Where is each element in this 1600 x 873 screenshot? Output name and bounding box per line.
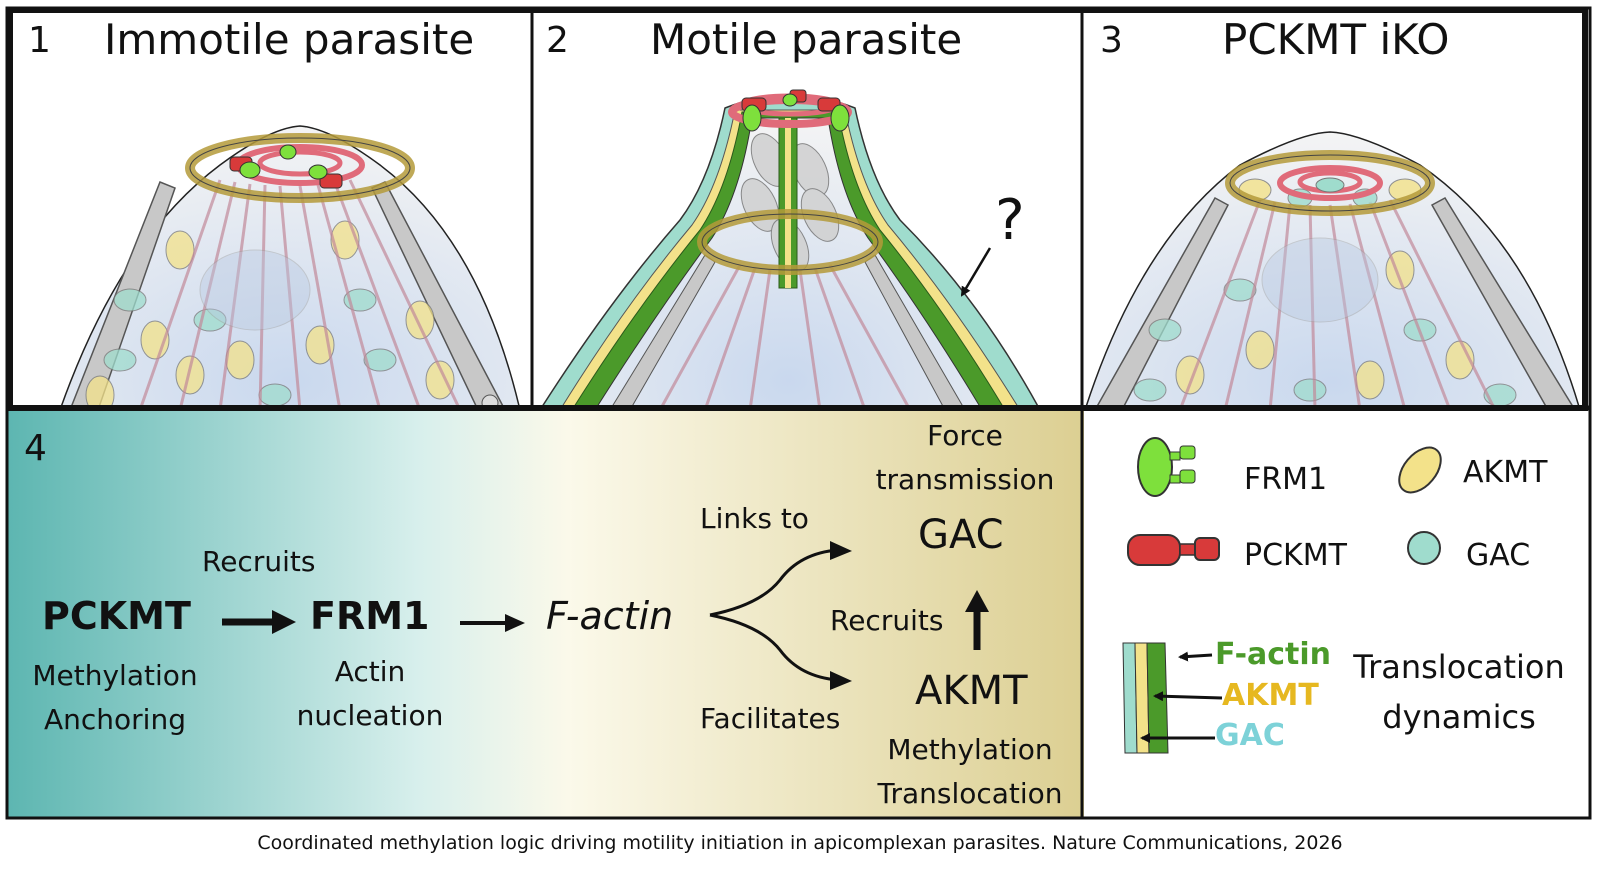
figure-caption: Coordinated methylation logic driving mo… [257, 832, 1343, 854]
panel-3-title: PCKMT iKO [1222, 15, 1450, 64]
frm1-function-line1: Actin [334, 655, 406, 688]
panel-1-title: Immotile parasite [104, 15, 475, 64]
pckmt-node-function: Methylation Anchoring [10, 654, 220, 742]
frm1-function-line2: nucleation [296, 699, 444, 732]
force-transmission-label: Force transmission [855, 414, 1075, 502]
dynamics-line1: Translocation [1353, 648, 1565, 686]
frm1-node-label: FRM1 [310, 594, 430, 638]
translocation-dynamics-label: Translocation dynamics [1334, 642, 1584, 742]
arrow-frm1-factin [505, 614, 525, 632]
recruits-label-1: Recruits [202, 545, 316, 578]
recruits-label-2: Recruits [830, 604, 944, 637]
force-line1: Force [927, 419, 1003, 452]
panel-1-illustration [60, 125, 521, 407]
legend-layer-gac: GAC [1215, 718, 1285, 753]
frm1-legend-icon [1137, 437, 1196, 497]
panel-2-illustration [541, 89, 1040, 407]
arrow-factin-gac [830, 541, 852, 560]
akmt-legend-icon [1398, 446, 1442, 494]
pathway-arrows [222, 541, 989, 690]
legend-layer-akmt: AKMT [1222, 678, 1319, 713]
frm1-node-function: Actin nucleation [275, 650, 465, 738]
legend-gac-label: GAC [1466, 538, 1531, 573]
gac-legend-icon [1407, 531, 1441, 565]
legend-akmt-label: AKMT [1463, 455, 1548, 490]
factin-node-label: F-actin [546, 594, 674, 638]
panel-4-number: 4 [24, 428, 47, 469]
pckmt-function-line2: Anchoring [44, 703, 186, 736]
panel-borders [5, 6, 1592, 820]
arrow-pckmt-frm1 [272, 610, 296, 634]
facilitates-label: Facilitates [700, 702, 841, 735]
legend-layer-factin: F-actin [1215, 637, 1332, 672]
panel-3-number: 3 [1100, 20, 1123, 61]
dynamics-line2: dynamics [1382, 698, 1536, 736]
akmt-node-label: AKMT [915, 668, 1028, 714]
pckmt-legend-icon [1127, 534, 1220, 566]
links-to-label: Links to [700, 502, 809, 535]
question-mark: ? [995, 188, 1025, 253]
legend-frm1-label: FRM1 [1244, 462, 1328, 497]
membrane-layers-icon [1122, 642, 1223, 754]
akmt-function-line2: Translocation [877, 777, 1063, 810]
arrow-akmt-gac [965, 590, 989, 612]
panel-2-number: 2 [546, 20, 569, 61]
pckmt-function-line1: Methylation [32, 659, 198, 692]
akmt-function-line1: Methylation [887, 733, 1053, 766]
panel-1-number: 1 [28, 20, 51, 61]
gac-node-label: GAC [918, 512, 1004, 558]
panel-3-illustration [1085, 131, 1580, 407]
panel-2-title: Motile parasite [650, 15, 963, 64]
force-line2: transmission [875, 463, 1055, 496]
pathway-background [8, 409, 1084, 817]
legend-pckmt-label: PCKMT [1244, 538, 1347, 573]
legend-icons [1122, 437, 1442, 754]
pckmt-node-label: PCKMT [42, 594, 191, 638]
akmt-node-function: Methylation Translocation [860, 728, 1080, 816]
arrow-factin-akmt [830, 671, 852, 690]
